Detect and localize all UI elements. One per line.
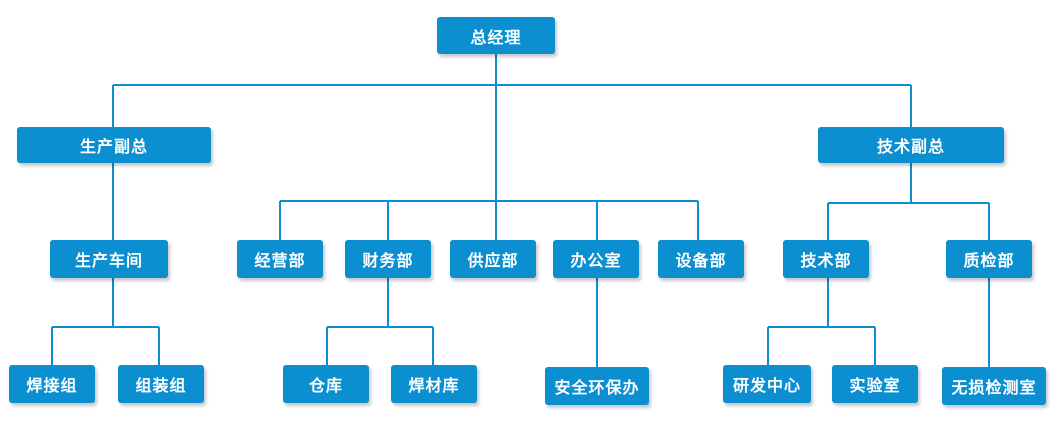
node-supply-dept: 供应部 [450,240,536,278]
node-finance-dept: 财务部 [345,240,431,278]
node-qc-dept: 质检部 [946,240,1032,278]
node-assembly-team: 组装组 [118,365,204,403]
node-warehouse: 仓库 [283,365,369,403]
node-tech-vp: 技术副总 [818,127,1004,163]
node-tech-dept: 技术部 [783,240,869,278]
node-safety-env-office: 安全环保办 [545,367,649,405]
node-production-workshop: 生产车间 [50,240,168,278]
node-ndt-room: 无损检测室 [942,367,1046,405]
node-production-vp: 生产副总 [17,127,211,163]
node-lab: 实验室 [832,365,918,403]
node-welding-material-store: 焊材库 [391,365,477,403]
node-general-manager: 总经理 [437,17,555,54]
node-office: 办公室 [553,240,639,278]
node-welding-team: 焊接组 [9,365,95,403]
node-equipment-dept: 设备部 [658,240,744,278]
node-business-dept: 经营部 [237,240,323,278]
node-rnd-center: 研发中心 [723,365,811,403]
